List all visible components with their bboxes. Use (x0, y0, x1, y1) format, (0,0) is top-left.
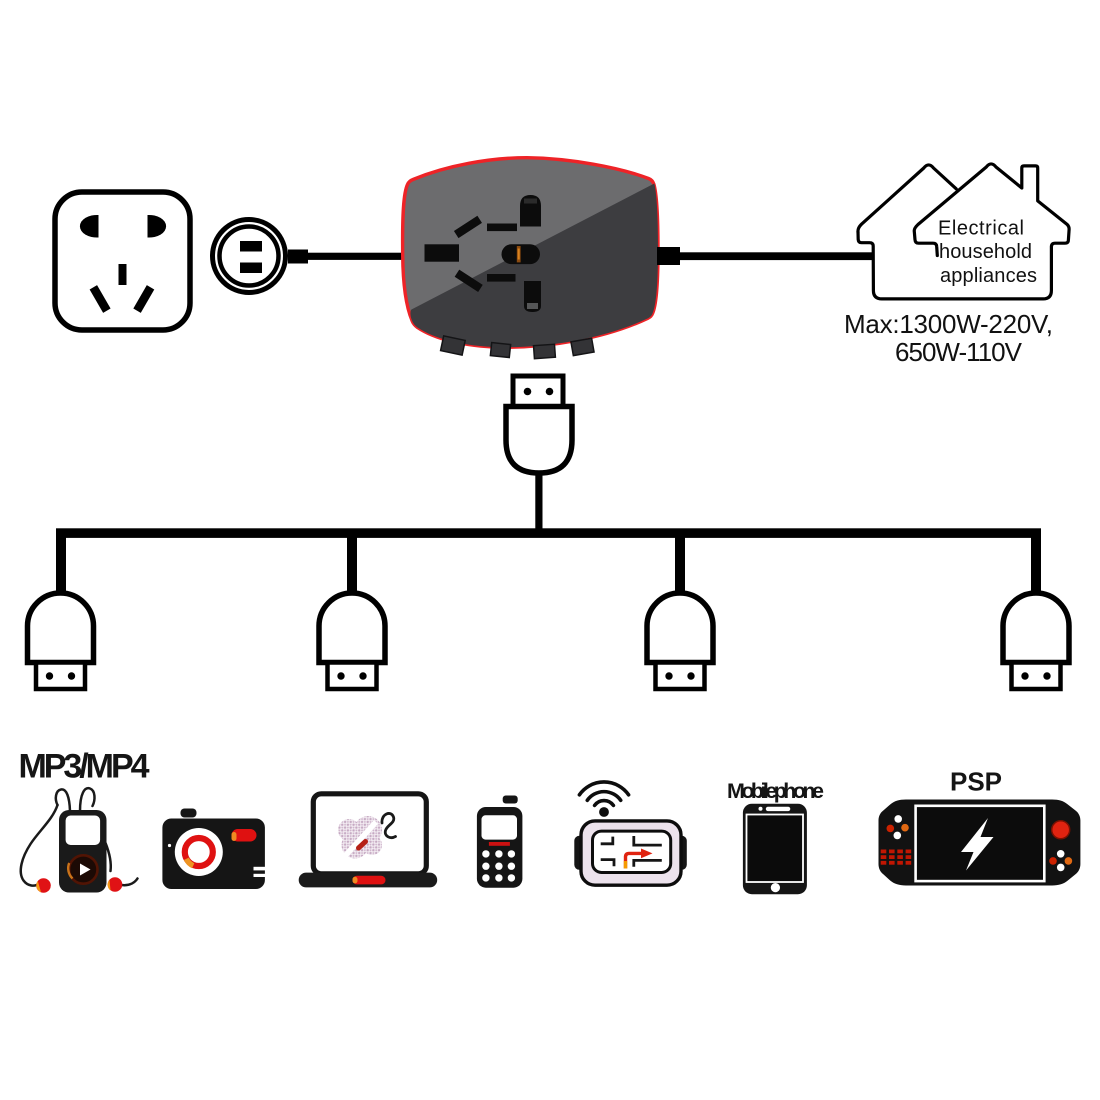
svg-text:household: household (939, 241, 1032, 263)
svg-text:650W-110V: 650W-110V (895, 337, 1023, 367)
svg-text:Max:1300W-220V,: Max:1300W-220V, (844, 309, 1053, 339)
svg-text:appliances: appliances (940, 265, 1037, 287)
svg-text:PSP: PSP (950, 767, 1002, 797)
svg-text:Electrical: Electrical (938, 218, 1024, 240)
svg-text:Mobilephone: Mobilephone (727, 779, 824, 803)
svg-text:MP3/MP4: MP3/MP4 (19, 748, 150, 786)
